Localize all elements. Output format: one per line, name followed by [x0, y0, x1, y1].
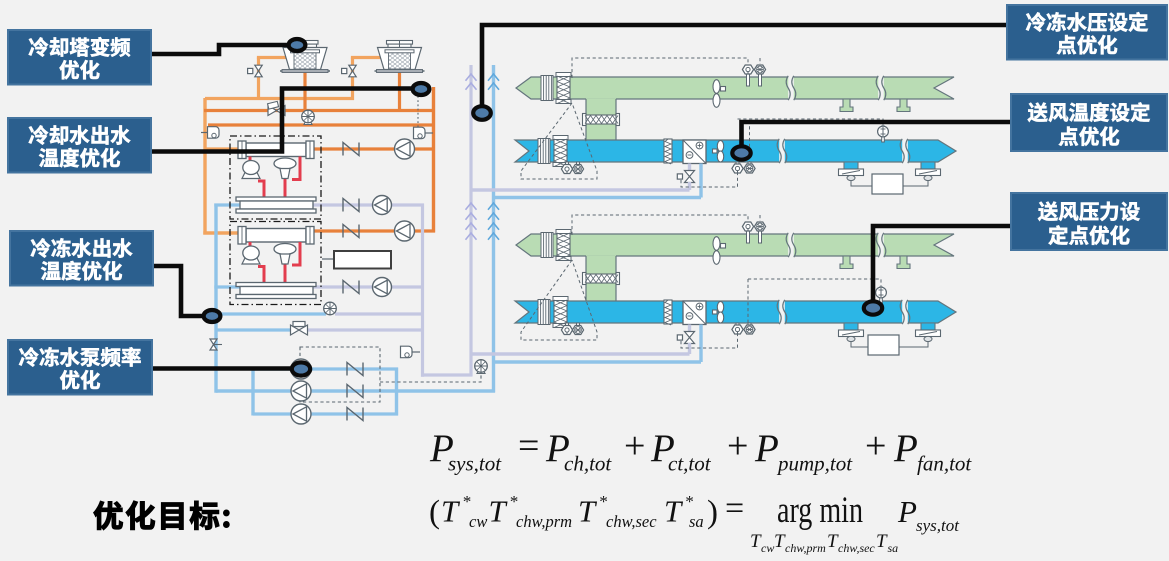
svg-text:cw: cw	[469, 512, 487, 531]
svg-text:sys,tot: sys,tot	[916, 516, 960, 535]
svg-text:+: +	[865, 425, 886, 467]
svg-text:*: *	[462, 492, 471, 511]
svg-text:chw,prm: chw,prm	[516, 512, 572, 531]
svg-text:*: *	[509, 492, 518, 511]
svg-text:cw: cw	[761, 541, 774, 555]
svg-text:T: T	[876, 531, 888, 552]
svg-text:T: T	[578, 494, 598, 529]
svg-text:sa: sa	[689, 512, 704, 531]
svg-text:sys,tot: sys,tot	[448, 452, 502, 476]
svg-text:=: =	[518, 425, 539, 467]
svg-text:fan,tot: fan,tot	[917, 452, 972, 476]
svg-text:pump,tot: pump,tot	[776, 452, 853, 476]
svg-text:T: T	[664, 494, 684, 529]
svg-text:*: *	[599, 492, 608, 511]
svg-text:+: +	[624, 425, 645, 467]
svg-text:P: P	[754, 427, 779, 470]
svg-text:): )	[707, 495, 718, 531]
svg-text:=: =	[725, 490, 744, 527]
svg-text:ct,tot: ct,tot	[668, 452, 712, 476]
svg-text:*: *	[685, 492, 694, 511]
svg-text:ch,tot: ch,tot	[564, 452, 612, 476]
svg-text:T: T	[489, 494, 509, 529]
svg-text:sa: sa	[888, 541, 899, 555]
svg-text:chw,prm: chw,prm	[785, 541, 826, 555]
svg-text:(: (	[429, 495, 440, 531]
svg-text:chw,sec: chw,sec	[838, 541, 875, 555]
svg-text:+: +	[727, 425, 748, 467]
svg-text:chw,sec: chw,sec	[606, 512, 657, 531]
svg-text:arg min: arg min	[777, 490, 863, 531]
svg-text:P: P	[893, 427, 918, 470]
svg-text:T: T	[441, 494, 461, 529]
svg-text:P: P	[897, 494, 917, 529]
